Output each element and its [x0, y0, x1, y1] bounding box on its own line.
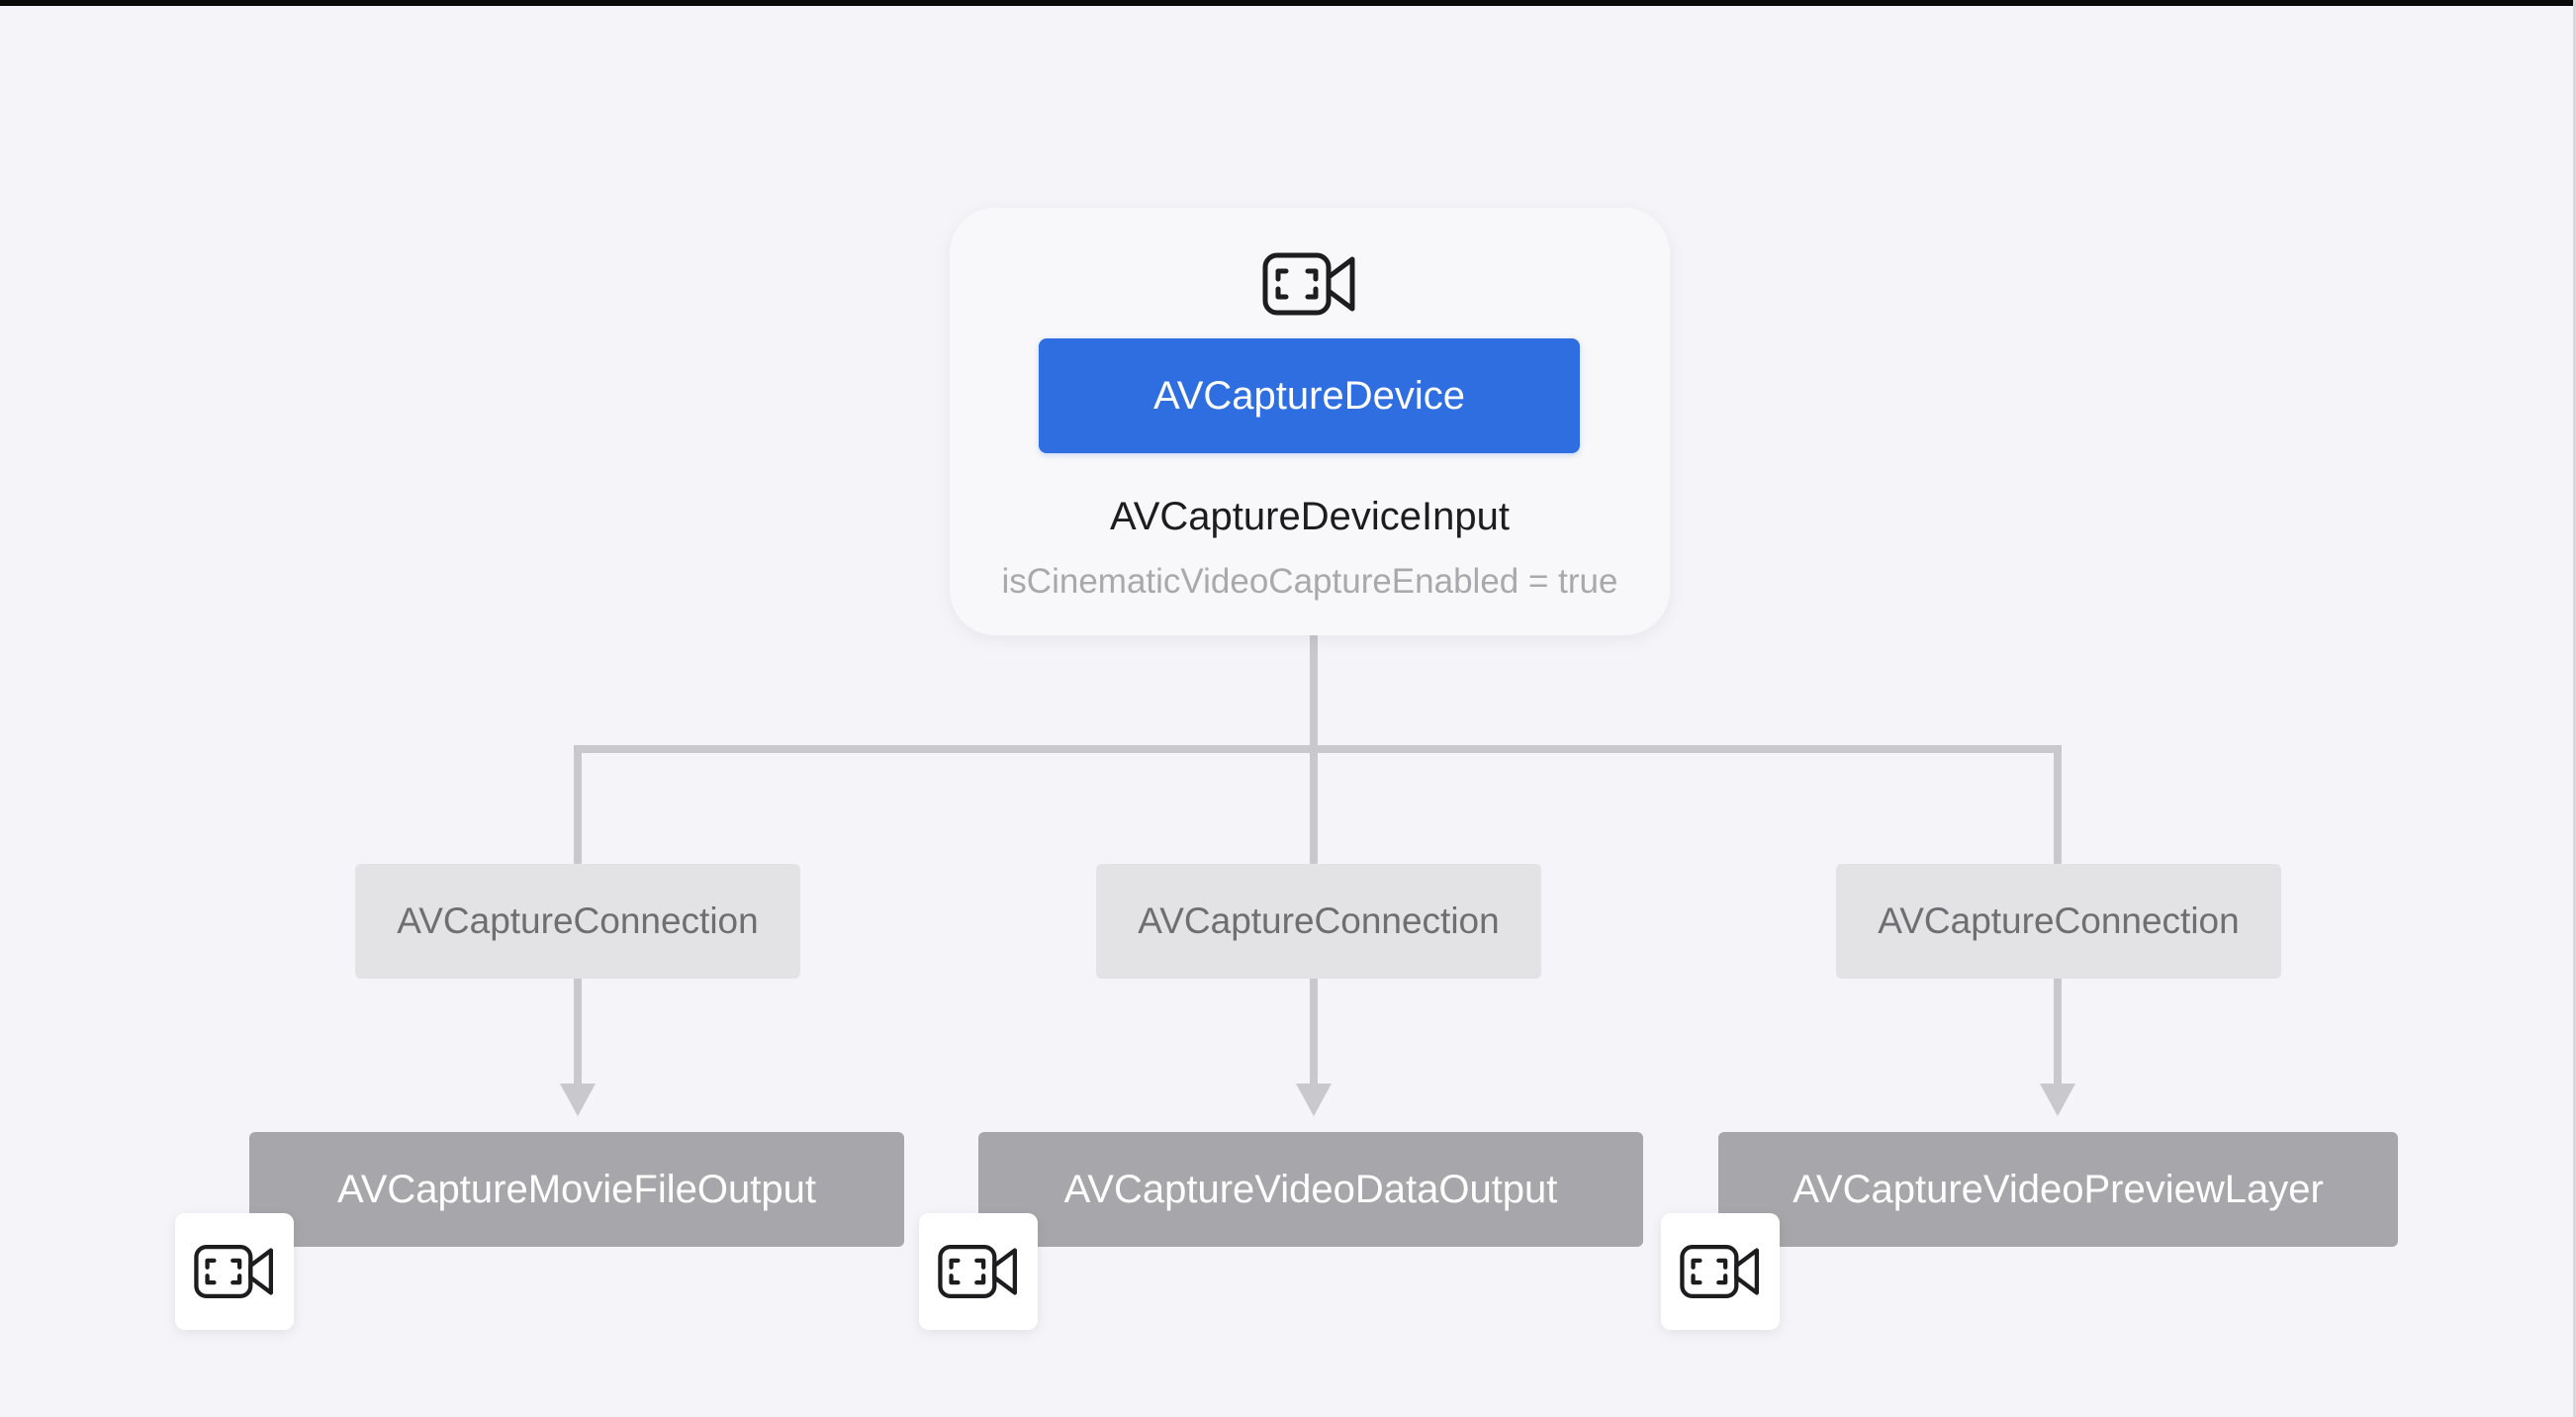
output-camera-badge-left — [175, 1213, 294, 1330]
connection-box-right: AVCaptureConnection — [1836, 864, 2281, 979]
video-camera-icon — [1262, 252, 1355, 316]
arrowhead-center — [1296, 1084, 1332, 1116]
cinematic-property-text: isCinematicVideoCaptureEnabled = true — [1001, 562, 1618, 601]
output-box-preview-layer: AVCaptureVideoPreviewLayer — [1718, 1132, 2398, 1247]
capture-device-box: AVCaptureDevice — [1039, 338, 1580, 453]
top-edge-bar — [0, 0, 2576, 6]
output-camera-badge-center — [919, 1213, 1038, 1330]
video-camera-icon — [1680, 1245, 1759, 1298]
arrowhead-right — [2040, 1084, 2075, 1116]
connection-box-center: AVCaptureConnection — [1096, 864, 1541, 979]
arrowhead-left — [560, 1084, 596, 1116]
video-camera-icon — [938, 1245, 1017, 1298]
connection-box-left: AVCaptureConnection — [355, 864, 800, 979]
output-box-movie-file: AVCaptureMovieFileOutput — [249, 1132, 904, 1247]
device-input-title: AVCaptureDeviceInput — [1110, 495, 1510, 538]
device-input-card: AVCaptureDevice AVCaptureDeviceInput isC… — [950, 208, 1670, 635]
output-camera-badge-right — [1661, 1213, 1780, 1330]
video-camera-icon — [194, 1245, 273, 1298]
right-edge-bar — [2573, 0, 2576, 1417]
output-box-video-data: AVCaptureVideoDataOutput — [978, 1132, 1643, 1247]
